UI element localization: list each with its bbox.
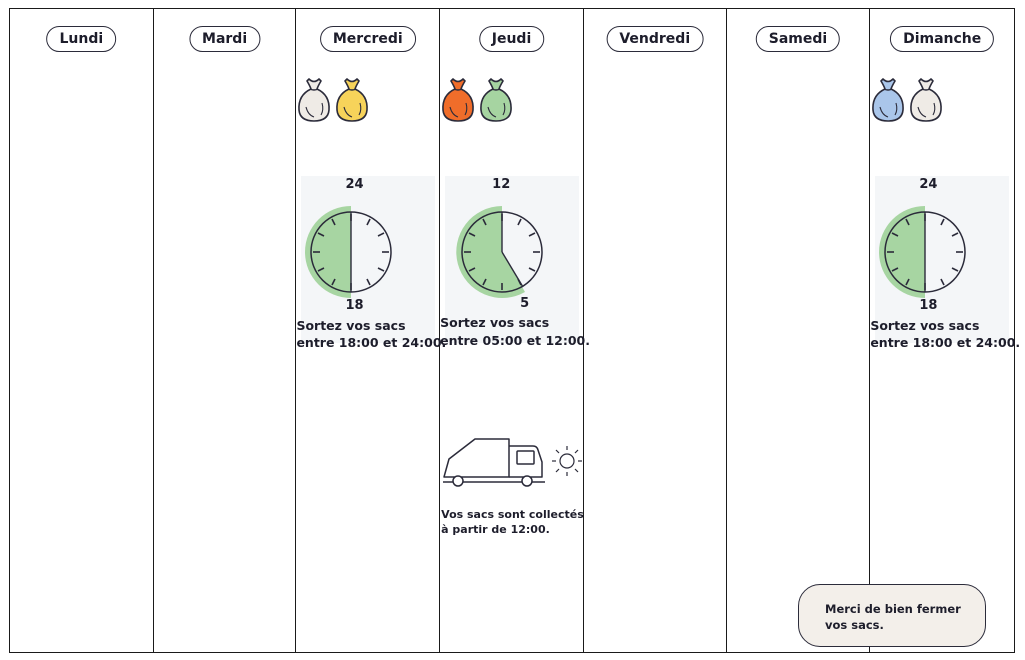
clock-icon <box>879 206 967 298</box>
white-garbage-bag-icon <box>296 77 332 123</box>
instruction-line-2: entre 18:00 et 24:00. <box>296 335 447 350</box>
collection-info: Vos sacs sont collectés à partir de 12:0… <box>441 507 584 537</box>
day-label-dimanche: Dimanche <box>890 26 995 52</box>
yellow-garbage-bag-icon <box>334 77 370 123</box>
column-vendredi: Vendredi <box>584 9 727 652</box>
clock-bottom-label: 18 <box>345 298 364 313</box>
reminder-line-2: vos sacs. <box>825 618 884 632</box>
sun-icon <box>552 446 583 476</box>
bag-group-mercredi <box>296 77 370 123</box>
reminder-note: Merci de bien fermer vos sacs. <box>798 584 986 647</box>
column-mercredi: Mercredi 24 18 S <box>296 9 446 652</box>
blue-garbage-bag-icon <box>870 77 906 123</box>
instruction-line-2: entre 05:00 et 12:00. <box>440 333 590 348</box>
instruction-line-1: Sortez vos sacs <box>440 315 550 330</box>
day-label-lundi: Lundi <box>46 26 117 52</box>
clock-panel-dimanche: 24 18 <box>875 176 1010 343</box>
day-label-samedi: Samedi <box>755 26 841 52</box>
garbage-truck-icon <box>443 438 583 487</box>
green-garbage-bag-icon <box>478 77 514 123</box>
instruction-line-2: entre 18:00 et 24:00. <box>870 335 1021 350</box>
column-jeudi: Jeudi 12 5 Sorte <box>440 9 590 652</box>
reminder-line-1: Merci de bien fermer <box>825 602 961 616</box>
column-dimanche: Dimanche 24 18 S <box>870 9 1020 652</box>
clock-top-label: 24 <box>919 177 938 192</box>
day-label-jeudi: Jeudi <box>478 26 545 52</box>
white-garbage-bag-icon <box>908 77 944 123</box>
bag-group-jeudi <box>440 77 514 123</box>
collection-line-1: Vos sacs sont collectés <box>441 508 584 521</box>
bag-group-dimanche <box>870 77 944 123</box>
column-mardi: Mardi <box>154 9 297 652</box>
column-samedi: Samedi <box>727 9 871 652</box>
instruction-line-1: Sortez vos sacs <box>870 318 980 333</box>
day-label-mardi: Mardi <box>189 26 261 52</box>
clock-panel-mercredi: 24 18 <box>301 176 436 343</box>
weekly-calendar: Lundi Mardi Mercredi 24 <box>9 8 1020 653</box>
clock-bottom-label: 18 <box>919 298 938 313</box>
clock-top-label: 12 <box>492 177 511 192</box>
collection-line-2: à partir de 12:00. <box>441 523 550 536</box>
day-label-vendredi: Vendredi <box>606 26 704 52</box>
clock-icon <box>305 206 393 298</box>
instruction-line-1: Sortez vos sacs <box>296 318 406 333</box>
day-label-mercredi: Mercredi <box>319 26 416 52</box>
clock-top-label: 24 <box>345 177 364 192</box>
orange-garbage-bag-icon <box>440 77 476 123</box>
clock-bottom-label: 5 <box>520 296 530 311</box>
clock-icon <box>456 206 543 298</box>
clock-panel-jeudi: 12 5 <box>445 176 580 343</box>
column-lundi: Lundi <box>10 9 154 652</box>
